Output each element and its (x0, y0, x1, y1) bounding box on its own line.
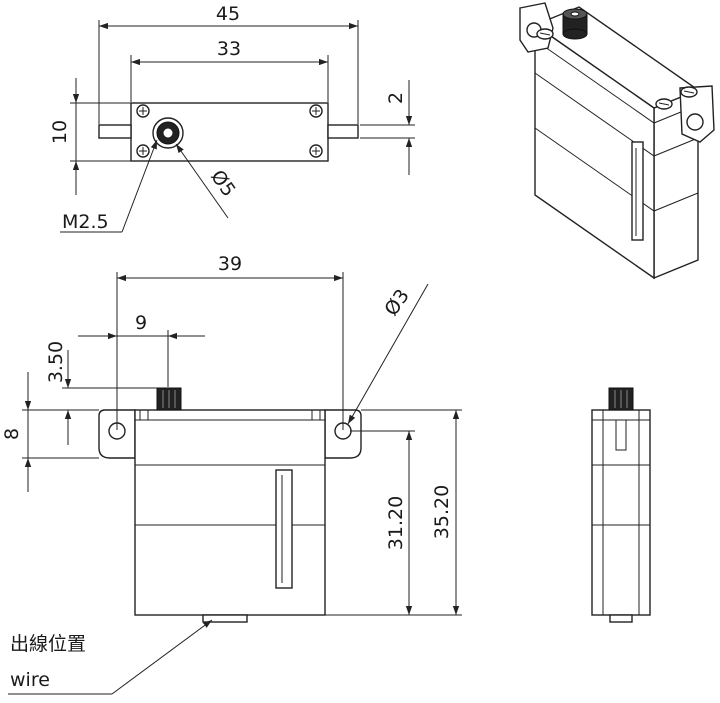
dim-39: 39 (218, 253, 242, 275)
screw-icon (136, 104, 150, 118)
screw-icon (680, 86, 698, 98)
dim-8: 8 (1, 428, 23, 440)
side-view (591, 387, 651, 623)
front-view-body (134, 409, 326, 616)
dim-3-50: 3.50 (45, 341, 67, 383)
screw-icon (536, 28, 554, 40)
wire-exit (202, 614, 248, 623)
wire-note-chinese: 出線位置 (10, 633, 86, 655)
label-dia-5: Ø5 (206, 166, 240, 201)
dim-31-20: 31.20 (385, 496, 407, 550)
output-shaft-icon (156, 387, 182, 411)
top-view-right-flange (327, 124, 359, 139)
screw-icon (309, 104, 323, 118)
screw-icon (309, 144, 323, 158)
screw-icon (136, 144, 150, 158)
output-shaft-icon (562, 8, 588, 40)
dim-2: 2 (385, 92, 407, 104)
output-shaft-icon (152, 117, 184, 149)
dim-9: 9 (135, 312, 147, 334)
screw-icon (655, 98, 673, 110)
top-view-left-flange (98, 124, 132, 139)
dim-35-20: 35.20 (431, 485, 453, 539)
wire-note-english: wire (10, 669, 50, 691)
dim-33: 33 (217, 38, 241, 60)
dim-45: 45 (216, 3, 240, 25)
output-shaft-icon (608, 387, 634, 411)
label-dia-3: Ø3 (380, 285, 414, 320)
front-view: 39 9 3.50 8 Ø3 31.20 35.20 出線位 (1, 253, 462, 695)
isometric-view (519, 2, 715, 280)
dim-10: 10 (49, 120, 71, 144)
top-view: 45 33 10 2 M2.5 Ø5 (49, 3, 415, 233)
label-m2-5: M2.5 (62, 211, 109, 233)
